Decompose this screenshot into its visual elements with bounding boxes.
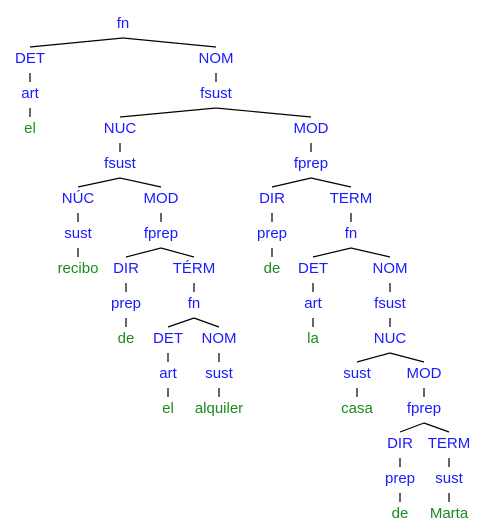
node-sust: sust [435,470,463,487]
node-det: DET [153,330,183,347]
node-sust: sust [343,365,371,382]
node-art: art [21,85,39,102]
node-art: art [159,365,177,382]
node-nuc: NÚC [62,190,95,207]
node-mod: MOD [144,190,179,207]
word-alquiler: alquiler [195,400,243,417]
node-fn: fn [188,295,201,312]
node-mod: MOD [294,120,329,137]
tree-edge [399,422,425,433]
node-dir: DIR [113,260,139,277]
tree-edge [77,177,121,188]
node-fsust: fsust [104,155,137,172]
node-dir: DIR [259,190,285,207]
node-mod: MOD [407,365,442,382]
node-prep: prep [257,225,287,242]
tree-edge [423,422,450,433]
node-det: DET [15,50,45,67]
tree-edge [125,247,162,258]
tree-edge [310,177,352,188]
node-dir: DIR [387,435,413,452]
node-nom: NOM [202,330,237,347]
word-de: de [264,260,281,277]
node-prep: prep [111,295,141,312]
tree-edge [350,247,391,258]
tree-edge [271,177,312,188]
word-de: de [118,330,135,347]
tree-edge [119,107,217,118]
node-fprep: fprep [294,155,328,172]
word-el: el [162,400,174,417]
tree-labels: fnDETartelNOMfsustNUCfsustNÚCsustreciboM… [15,15,470,522]
node-art: art [304,295,322,312]
node-fsust: fsust [200,85,233,102]
tree-edge [160,247,195,258]
tree-edge [356,352,391,363]
node-fn: fn [117,15,130,32]
tree-edge [215,107,312,118]
word-de: de [392,505,409,522]
tree-edge [167,317,195,328]
word-marta: Marta [430,505,469,522]
node-nuc: NUC [374,330,407,347]
node-det: DET [298,260,328,277]
node-term: TERM [428,435,471,452]
tree-edge [122,37,217,48]
node-fsust: fsust [374,295,407,312]
node-prep: prep [385,470,415,487]
node-term: TÉRM [173,260,216,277]
tree-edge [29,37,124,48]
node-fprep: fprep [144,225,178,242]
word-el: el [24,120,36,137]
tree-edges [29,37,450,502]
node-nom: NOM [199,50,234,67]
node-nuc: NUC [104,120,137,137]
node-sust: sust [64,225,92,242]
tree-edge [312,247,352,258]
word-casa: casa [341,400,373,417]
node-sust: sust [205,365,233,382]
node-term: TERM [330,190,373,207]
word-la: la [307,330,319,347]
node-nom: NOM [373,260,408,277]
node-fprep: fprep [407,400,441,417]
word-recibo: recibo [58,260,99,277]
tree-edge [119,177,162,188]
node-fn: fn [345,225,358,242]
tree-edge [193,317,220,328]
tree-edge [389,352,425,363]
